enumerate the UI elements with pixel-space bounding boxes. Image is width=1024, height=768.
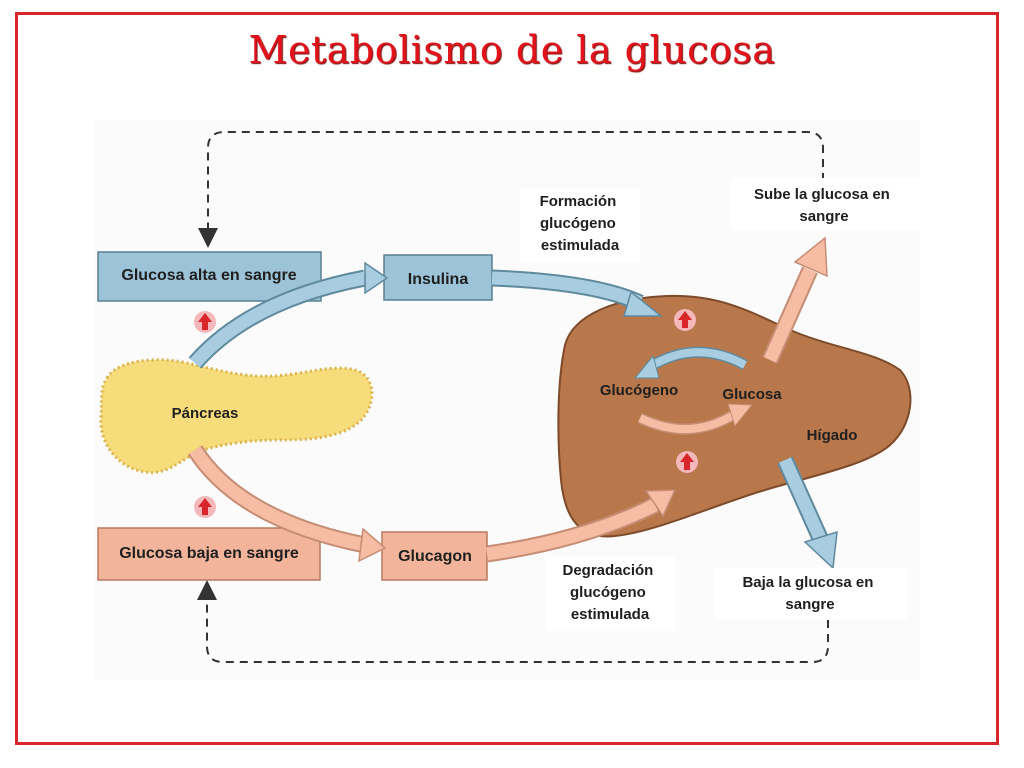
arrow-pancreas-to-glucagon: [187, 445, 387, 563]
up-marker-liver-bottom: [676, 451, 698, 473]
insulin-box: [383, 254, 493, 301]
feedback-loop-top: [198, 131, 824, 248]
arrow-pancreas-to-insulin: [188, 261, 389, 369]
arrow-insulin-to-liver: [491, 269, 664, 317]
up-marker-low: [194, 496, 216, 518]
up-marker-high: [194, 311, 216, 333]
arrow-liver-down: [777, 456, 838, 570]
degradation-text: Degradación glucógeno estimulada: [562, 562, 657, 623]
glucose-metabolism-diagram: Glucosa alta en sangre Glucosa baja en s…: [95, 120, 920, 680]
cycle-arrow-bottom: [637, 403, 754, 435]
pancreas-label: Páncreas: [172, 405, 239, 422]
arrow-liver-up: [762, 236, 828, 364]
glucagon-label: Glucagon: [398, 548, 472, 565]
insulin-label: Insulina: [408, 271, 469, 288]
formation-text-bg: [520, 188, 640, 262]
low-glucose-label: Glucosa baja en sangre: [119, 545, 299, 562]
glucagon-box: [381, 531, 488, 581]
rise-text-bg: [731, 178, 920, 230]
feedback-loop-bottom: [197, 580, 829, 663]
degradation-text-bg: [545, 557, 675, 631]
high-glucose-label: Glucosa alta en sangre: [121, 267, 296, 284]
slide-title: Metabolismo de la glucosa: [248, 28, 776, 72]
low-glucose-box: [97, 527, 321, 581]
pancreas-shape: [99, 358, 374, 475]
arrow-glucagon-to-liver: [485, 489, 677, 563]
liver-label: Hígado: [807, 427, 858, 444]
glucose-label: Glucosa: [722, 386, 782, 403]
up-marker-liver-top: [674, 309, 696, 331]
fall-text-bg: [715, 568, 907, 620]
glycogen-label: Glucógeno: [600, 382, 678, 399]
slide-frame: [15, 12, 999, 745]
cycle-arrow-top: [633, 346, 748, 379]
rise-text: Sube la glucosa en sangre: [754, 186, 894, 225]
fall-text: Baja la glucosa en sangre: [742, 574, 877, 613]
formation-text: Formación glucógeno estimulada: [540, 193, 621, 254]
